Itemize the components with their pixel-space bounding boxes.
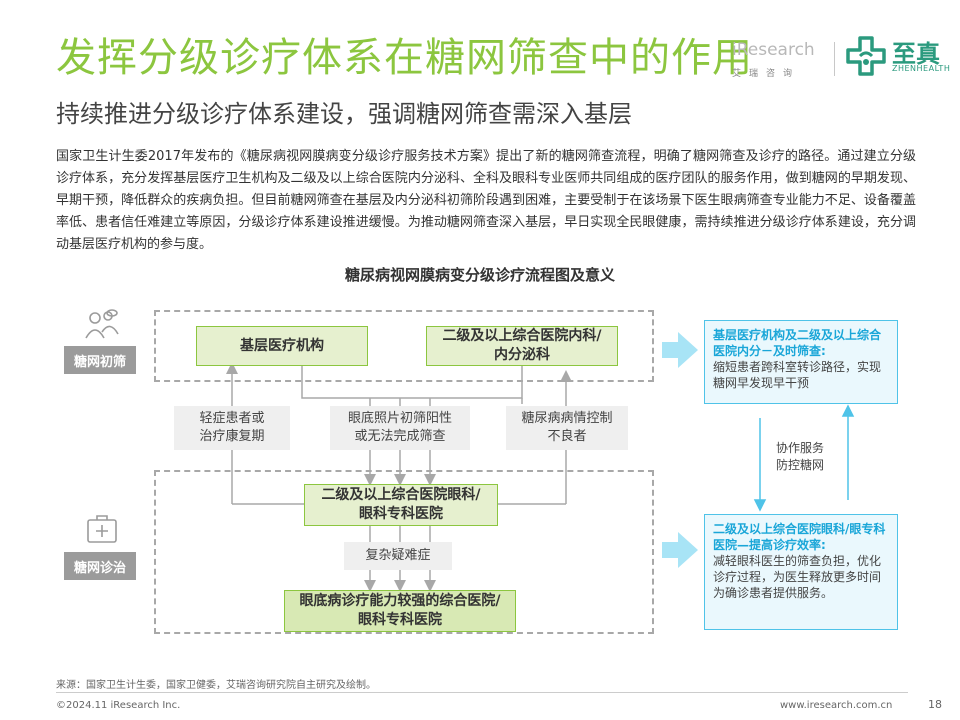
zhenhealth-en-name: ZHENHEALTH <box>892 64 951 73</box>
page-subtitle: 持续推进分级诊疗体系建设，强调糖网筛查需深入基层 <box>56 100 632 128</box>
zhenhealth-cross-icon <box>846 36 886 76</box>
medical-kit-icon <box>87 515 117 543</box>
zhenhealth-logo: 至真 ZHENHEALTH <box>846 34 956 80</box>
treatment-tag: 糖网诊治 <box>64 552 136 580</box>
node-advanced-hospital: 眼底病诊疗能力较强的综合医院/ 眼科专科医院 <box>284 590 516 632</box>
significance-screening-body: 缩短患者跨科室转诊路径，实现糖网早发现早干预 <box>713 360 882 390</box>
screening-tag: 糖网初筛 <box>64 346 136 374</box>
node-primary-care: 基层医疗机构 <box>196 326 368 366</box>
screening-section-frame <box>154 310 654 382</box>
condition-mild-patients: 轻症患者或 治疗康复期 <box>174 406 290 450</box>
zhenhealth-name: 至真 <box>892 40 940 68</box>
page-title: 发挥分级诊疗体系在糖网筛查中的作用 <box>56 35 753 81</box>
significance-treatment-body: 减轻眼科医生的筛查负担，优化诊疗过程，为医生释放更多时间为确诊患者提供服务。 <box>713 554 882 600</box>
iresearch-logo: iResearch 艾瑞咨询 <box>732 40 822 84</box>
significance-treatment: 二级及以上综合医院眼科/眼专科医院—提高诊疗效率: 减轻眼科医生的筛查负担，优化… <box>704 514 898 630</box>
page-number: 18 <box>928 698 942 711</box>
condition-poor-control: 糖尿病病情控制 不良者 <box>506 406 628 450</box>
diagram-title: 糖尿病视网膜病变分级诊疗流程图及意义 <box>344 266 615 284</box>
intro-paragraph: 国家卫生计生委2017年发布的《糖尿病视网膜病变分级诊疗服务技术方案》提出了新的… <box>56 149 916 252</box>
node-internal-endocrine: 二级及以上综合医院内科/ 内分泌科 <box>426 326 618 366</box>
collaboration-label: 协作服务 防控糖网 <box>775 441 824 472</box>
iresearch-tagline: 艾瑞咨询 <box>732 69 801 79</box>
source-note: 来源：国家卫生计生委，国家卫健委，艾瑞咨询研究院自主研究及绘制。 <box>56 680 376 691</box>
iresearch-brand: iResearch <box>732 40 815 60</box>
significance-screening-head: 基层医疗机构及二级及以上综合医院内分－及时筛查: <box>713 328 882 358</box>
condition-positive-screening: 眼底照片初筛阳性 或无法完成筛查 <box>330 406 470 450</box>
footer-divider <box>56 692 908 693</box>
treatment-section-frame <box>154 470 654 634</box>
website-link[interactable]: www.iresearch.com.cn <box>780 700 893 711</box>
condition-complex-cases: 复杂疑难症 <box>344 542 452 570</box>
significance-treatment-head: 二级及以上综合医院眼科/眼专科医院—提高诊疗效率: <box>713 522 886 552</box>
people-icon <box>85 309 119 339</box>
copyright: ©2024.11 iResearch Inc. <box>56 700 181 711</box>
node-ophthalmology: 二级及以上综合医院眼科/ 眼科专科医院 <box>304 484 498 526</box>
logo-divider <box>834 42 835 76</box>
significance-screening: 基层医疗机构及二级及以上综合医院内分－及时筛查: 缩短患者跨科室转诊路径，实现糖… <box>704 320 898 404</box>
